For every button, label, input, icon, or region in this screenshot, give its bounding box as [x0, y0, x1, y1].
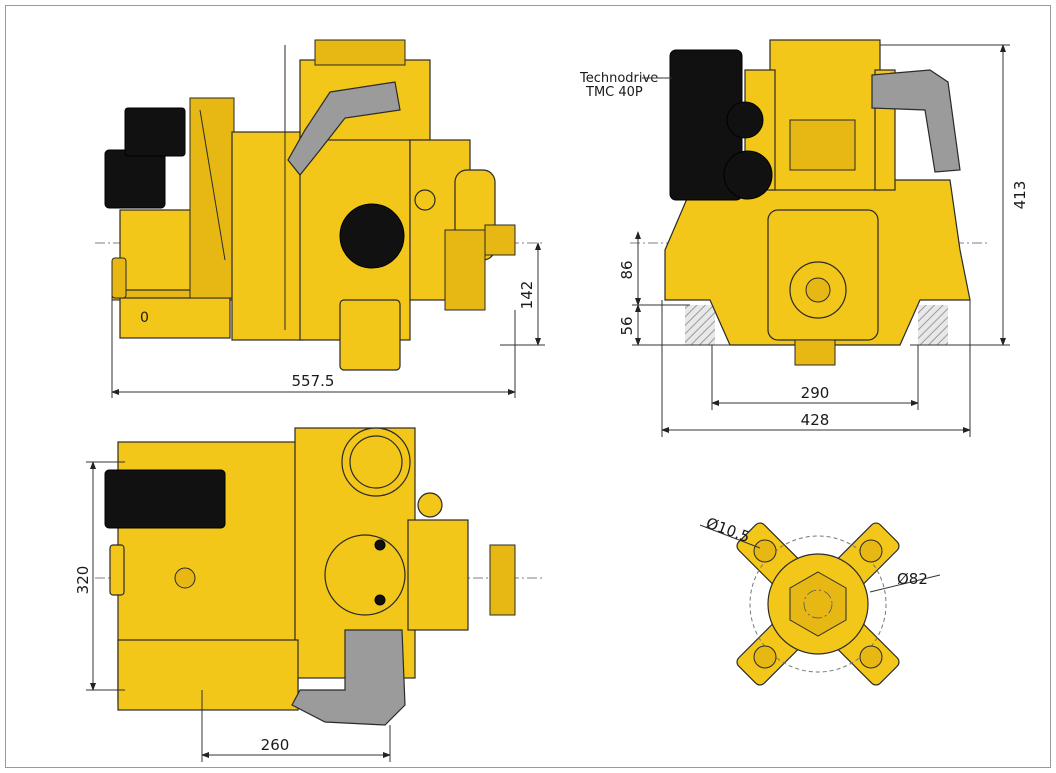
dim-flange-dia: Ø82 [897, 570, 928, 588]
dim-front-290: 290 [801, 384, 830, 402]
dim-front-86: 86 [618, 260, 636, 279]
drawing-frame [5, 5, 1051, 768]
side-view: 0 [95, 39, 545, 398]
top-view: 320 260 [74, 427, 545, 762]
dim-side-length: 557.5 [292, 372, 335, 390]
callout-line2: TMC 40P [585, 85, 643, 100]
dim-front-428: 428 [801, 411, 830, 429]
dim-side-height: 142 [518, 281, 536, 310]
dim-front-56: 56 [618, 316, 636, 335]
dim-top-width: 320 [74, 566, 92, 595]
flange-detail: Ø10.5 Ø82 [699, 514, 941, 686]
dim-flange-hole: Ø10.5 [704, 514, 753, 546]
dim-front-height: 413 [1011, 181, 1029, 210]
callout-line1: Technodrive [579, 71, 658, 86]
dim-top-260: 260 [261, 736, 290, 754]
svg-text:0: 0 [140, 310, 149, 326]
front-view: Technodrive TMC 40P 413 86 56 290 428 [579, 39, 1029, 437]
